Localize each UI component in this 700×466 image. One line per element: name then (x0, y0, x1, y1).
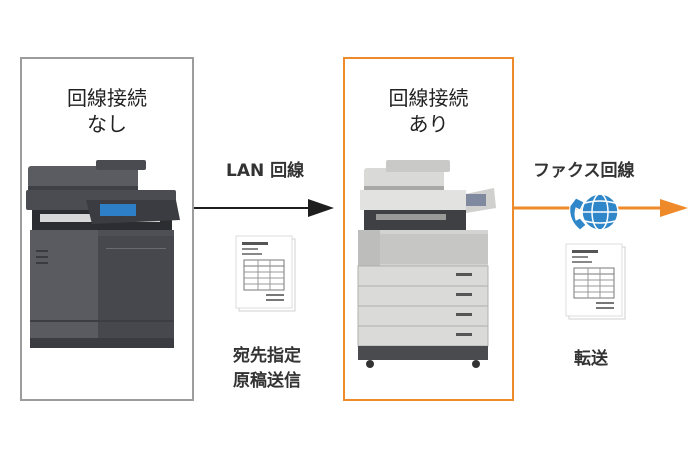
phone-globe-icon (569, 193, 619, 231)
fax-line-label: ファクス回線 (533, 161, 635, 181)
right-box-title-line2: あり (408, 112, 449, 136)
left-box-title-line2: なし (87, 112, 127, 136)
right-box-with-line: 回線接続 あり (343, 57, 514, 401)
mfp-printer-small-icon (26, 160, 180, 348)
send-document-label-line2: 原稿送信 (233, 371, 301, 391)
right-box-title-line1: 回線接続 (388, 86, 469, 110)
document-icon (235, 235, 296, 312)
right-box-title: 回線接続 あり (345, 85, 512, 137)
left-box-no-line: 回線接続 なし (20, 57, 194, 401)
mfp-printer-large-icon (357, 160, 496, 368)
transfer-label: 転送 (574, 349, 608, 369)
lan-line-label: LAN 回線 (226, 161, 305, 181)
send-document-label-line1: 宛先指定 (233, 346, 301, 366)
send-document-label: 宛先指定 原稿送信 (222, 344, 312, 394)
left-box-title-line1: 回線接続 (67, 86, 147, 110)
lan-arrow (194, 199, 334, 217)
document-icon-forward (565, 243, 626, 320)
left-box-title: 回線接続 なし (22, 85, 192, 137)
